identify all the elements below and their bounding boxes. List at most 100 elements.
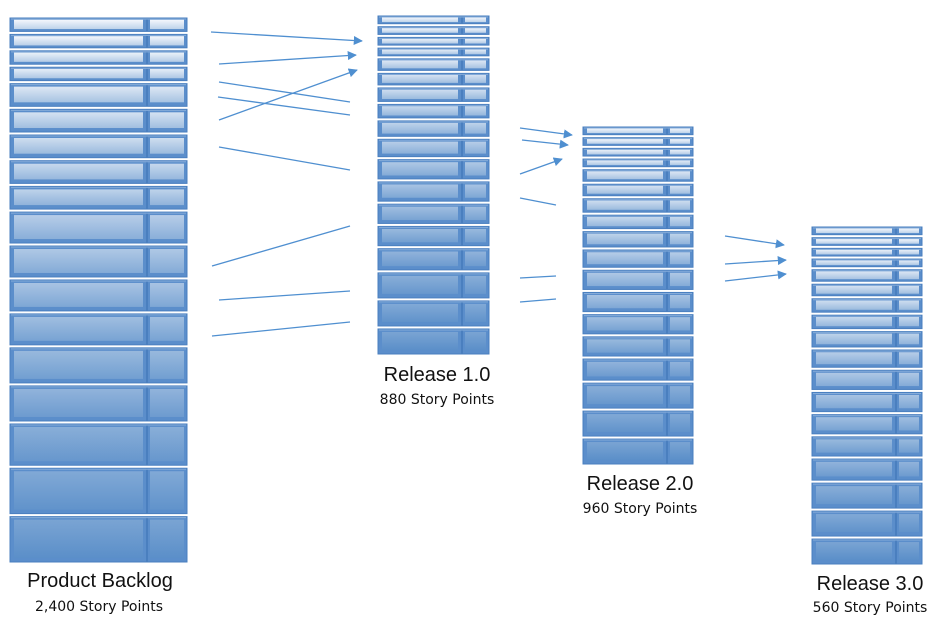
story-block <box>582 336 694 357</box>
flow-line <box>211 225 351 267</box>
arrows-layer <box>210 31 787 337</box>
story-block <box>377 72 490 86</box>
story-block <box>582 291 694 313</box>
flow-arrow <box>724 255 787 266</box>
story-block <box>811 458 923 481</box>
story-block <box>811 298 923 313</box>
release-2-stack <box>582 126 694 465</box>
story-block <box>811 369 923 390</box>
flow-arrow <box>724 235 785 249</box>
release-1-title: Release 1.0 <box>383 364 491 386</box>
story-block <box>582 382 694 409</box>
story-block <box>582 147 694 157</box>
story-block <box>9 134 188 159</box>
story-block <box>811 349 923 368</box>
release-3-title: Release 3.0 <box>816 573 924 595</box>
story-block <box>811 510 923 537</box>
story-block <box>811 269 923 282</box>
story-block <box>811 226 923 236</box>
flow-line <box>218 81 351 103</box>
story-block <box>9 108 188 133</box>
story-block <box>9 467 188 515</box>
story-block <box>582 214 694 230</box>
flow-line <box>217 96 351 116</box>
story-block <box>9 279 188 312</box>
flow-line <box>218 290 351 301</box>
story-block <box>377 15 490 25</box>
story-block <box>9 245 188 278</box>
release-2-points: 960 Story Points <box>582 501 698 517</box>
story-block <box>9 211 188 244</box>
story-block <box>582 249 694 268</box>
story-block <box>811 258 923 268</box>
story-block <box>377 225 490 247</box>
flow-arrow <box>519 157 563 175</box>
flow-arrow <box>218 50 357 65</box>
story-block <box>377 26 490 35</box>
story-block <box>582 231 694 248</box>
story-block <box>377 328 490 355</box>
story-block <box>9 160 188 184</box>
story-block <box>9 66 188 82</box>
story-block <box>582 314 694 335</box>
story-block <box>9 17 188 32</box>
story-block <box>811 391 923 413</box>
flow-line <box>211 321 351 337</box>
story-block <box>9 516 188 563</box>
story-block <box>582 158 694 168</box>
story-block <box>377 300 490 327</box>
story-block <box>377 103 490 119</box>
story-block <box>377 36 490 46</box>
story-block <box>377 47 490 57</box>
story-block <box>582 198 694 213</box>
story-block <box>582 269 694 290</box>
story-block <box>377 248 490 271</box>
story-block <box>811 237 923 246</box>
story-block <box>582 438 694 465</box>
story-block <box>9 423 188 466</box>
story-block <box>811 247 923 257</box>
story-block <box>9 83 188 107</box>
flow-arrow <box>210 31 363 46</box>
flow-arrow <box>724 270 787 282</box>
story-block <box>582 410 694 437</box>
story-block <box>377 138 490 158</box>
story-block <box>9 33 188 49</box>
story-block <box>9 347 188 384</box>
flow-line <box>519 197 557 206</box>
story-block <box>582 358 694 381</box>
story-block <box>811 283 923 297</box>
flow-line <box>218 146 351 171</box>
release-1-stack <box>377 15 490 355</box>
story-block <box>582 169 694 182</box>
flow-line <box>519 298 557 303</box>
story-block <box>811 414 923 435</box>
release-3-stack <box>811 226 923 565</box>
flow-arrow <box>521 139 569 149</box>
story-block <box>811 538 923 565</box>
story-block <box>377 203 490 224</box>
stacks-layer <box>9 15 923 565</box>
product-backlog-points: 2,400 Story Points <box>34 599 164 615</box>
story-block <box>582 137 694 146</box>
product-backlog-title: Product Backlog <box>27 570 173 592</box>
story-block <box>582 183 694 197</box>
flow-arrow <box>519 127 573 139</box>
story-block <box>582 126 694 136</box>
story-block <box>9 385 188 422</box>
story-block <box>377 120 490 137</box>
product-backlog-stack <box>9 17 188 563</box>
story-block <box>9 50 188 65</box>
story-block <box>377 159 490 180</box>
story-block <box>377 181 490 202</box>
story-block <box>377 87 490 102</box>
story-block <box>811 482 923 509</box>
story-block <box>811 436 923 457</box>
story-block <box>377 272 490 299</box>
release-2-title: Release 2.0 <box>586 473 694 495</box>
release-3-points: 560 Story Points <box>812 600 928 616</box>
story-block <box>9 313 188 346</box>
story-block <box>377 58 490 71</box>
flow-arrow <box>218 68 358 121</box>
